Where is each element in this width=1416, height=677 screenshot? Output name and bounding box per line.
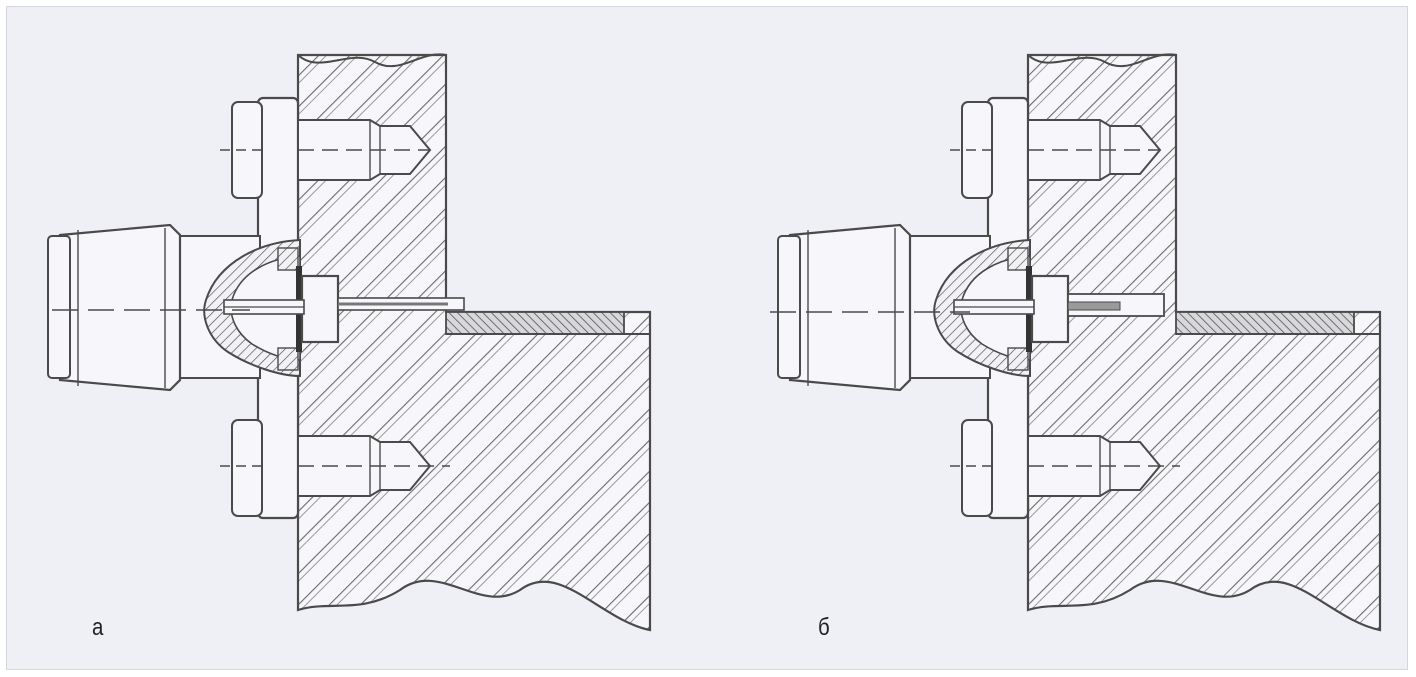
- label-b: б: [818, 614, 830, 641]
- diagram-a: [46, 53, 652, 632]
- label-a: а: [92, 614, 104, 641]
- diagram-b: [770, 53, 1382, 632]
